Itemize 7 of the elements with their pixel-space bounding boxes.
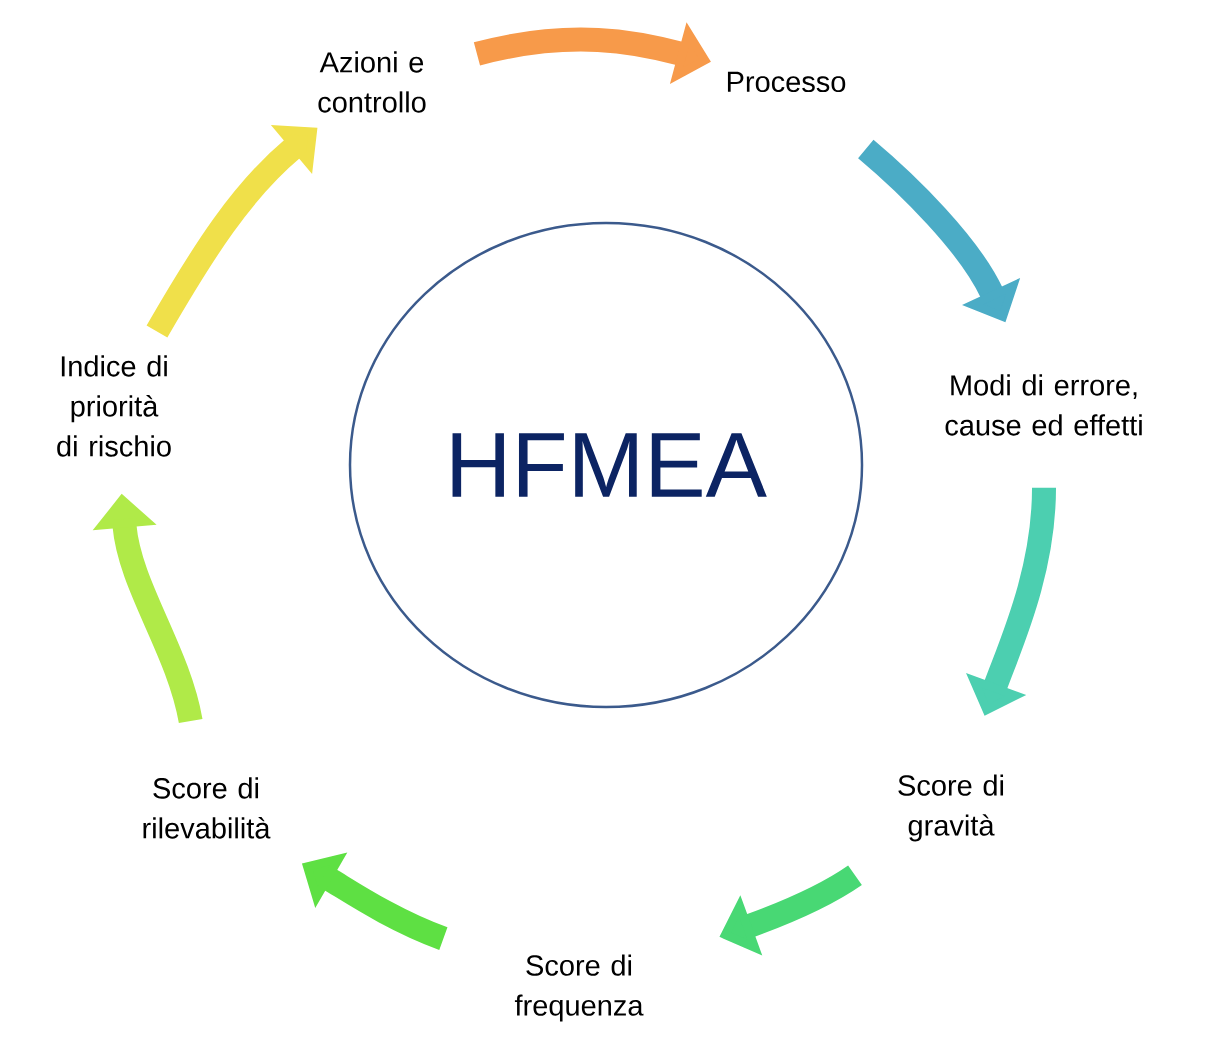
step-label: Azioni e controllo: [318, 51, 426, 113]
step-label: Modi di errore, cause ed effetti: [945, 374, 1142, 436]
step-label: Processo: [727, 71, 846, 93]
step-label: Indice di priorità di rischio: [57, 355, 171, 457]
step-label: Score di frequenza: [514, 954, 644, 1022]
step-label: Score di rilevabilità: [143, 777, 271, 839]
step-label: Score di gravità: [898, 774, 1003, 842]
